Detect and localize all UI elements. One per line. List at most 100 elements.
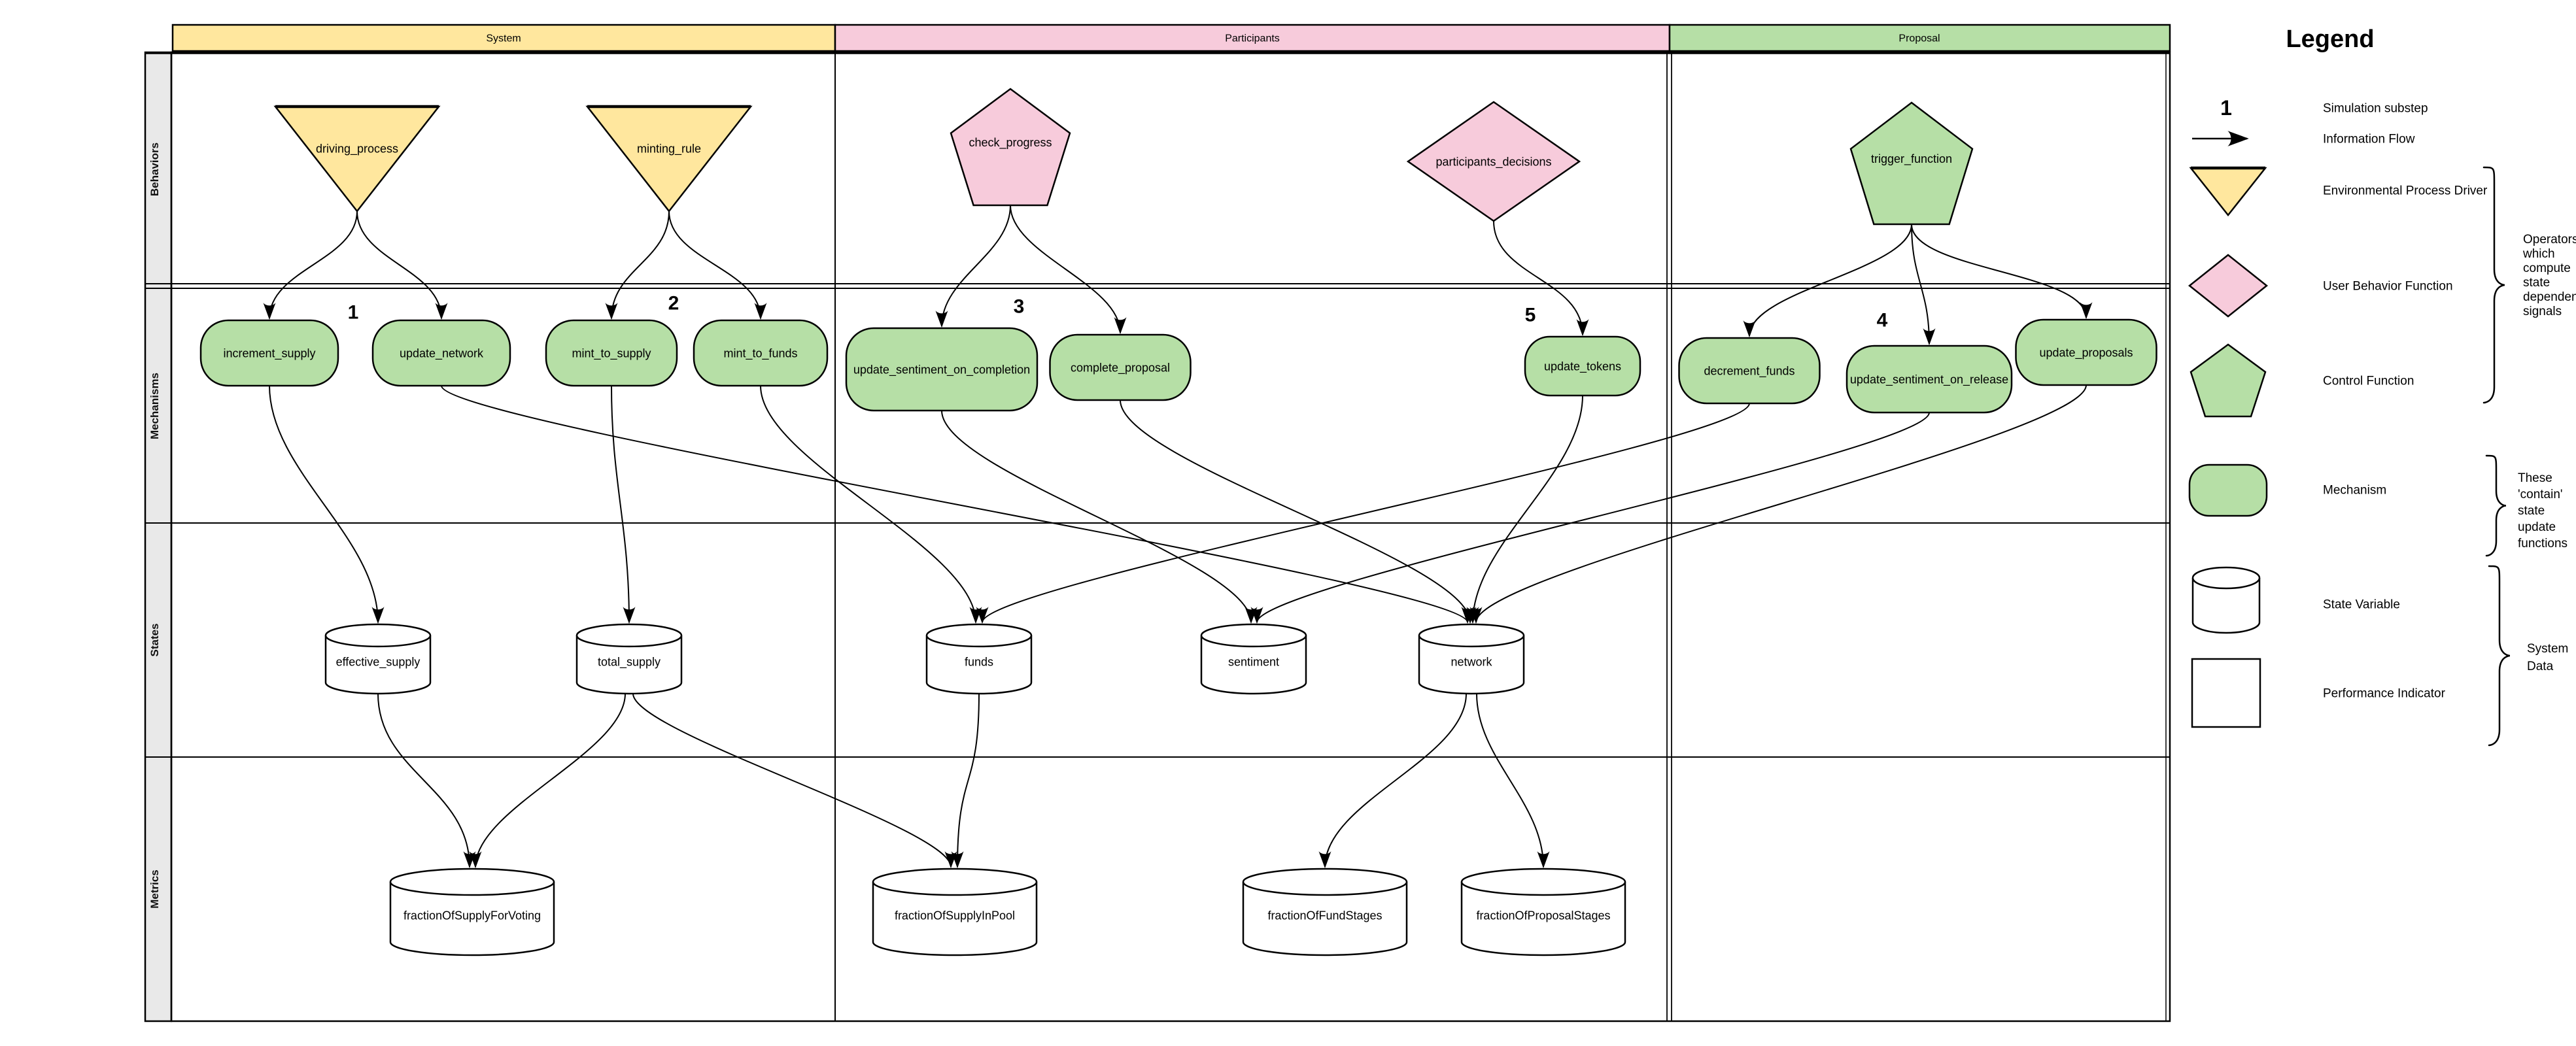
edge-path [441,385,1473,624]
note-state-update-line: These [2518,471,2552,485]
mechanism-shape [545,319,678,387]
node-fractionOfProposalStages: fractionOfProposalStages [1460,868,1626,956]
node-network: network [1418,623,1525,695]
edge-path [935,205,1011,328]
edge-path [469,693,626,869]
edge-check_progress-to-update_sentiment_on_completion [935,205,1011,328]
node-mint_to_supply: mint_to_supply [545,319,678,387]
edge-mint_to_funds-to-funds [760,385,982,624]
edge-minting_rule-to-mint_to_supply [605,211,670,320]
cylinder-body [1242,882,1408,956]
edge-path [1743,224,1912,338]
edge-decrement_funds-to-funds [976,403,1750,624]
note-operators-line: state [2523,276,2550,290]
node-label-update_tokens: update_tokens [1544,360,1621,373]
row-label-behaviors: Behaviors [148,143,161,196]
edge-update_tokens-to-network [1466,395,1583,624]
edge-total_supply-to-fractionOfSupplyForVoting [469,693,626,869]
brace-operators [2482,166,2505,404]
triangle-shape [585,105,753,213]
cylinder-top [575,623,683,648]
edge-mint_to_supply-to-total_supply [611,385,636,624]
node-check_progress: check_progress [950,88,1071,207]
environmental-process-driver-icon [2189,167,2267,217]
legend-notes: Operatorswhichcomputestatedependentsigna… [2518,233,2576,673]
column-header-proposal [1668,24,2171,52]
note-operators-line: Operators [2523,233,2576,246]
edge-effective_supply-to-fractionOfSupplyForVoting [377,693,476,869]
cylinder-body [872,882,1038,956]
edge-path [611,385,636,624]
node-complete_proposal: complete_proposal [1049,333,1192,401]
node-label-decrement_funds: decrement_funds [1704,364,1795,378]
column-header-proposal-label: Proposal [1898,33,1940,44]
node-label-network: network [1451,656,1492,669]
edge-update_sentiment_on_completion-to-sentiment [941,410,1258,624]
note-system-data-line: System [2527,642,2568,656]
row-label-states: States [148,623,161,656]
edge-complete_proposal-to-network [1120,399,1477,624]
edge-update_proposals-to-network [1469,384,2087,624]
edge-path [1493,220,1589,337]
node-participants_decisions: participants_decisions [1406,101,1581,222]
node-fractionOfSupplyInPool: fractionOfSupplyInPool [872,868,1038,956]
cylinder-top [872,868,1038,896]
mechanism-shape [1678,337,1821,405]
swimlane-grid: System Participants Proposal Behaviors M… [144,24,2171,1022]
edge-path [605,211,670,320]
cylinder-body [324,635,432,695]
node-label-fractionOfProposalStages: fractionOfProposalStages [1476,909,1610,922]
mechanism-shape [845,327,1039,412]
node-sentiment: sentiment [1200,623,1307,695]
legend: Legend 1 Simulation substep Information … [2188,25,2576,747]
node-update_tokens: update_tokens [1524,335,1641,397]
column-header-system [171,24,836,52]
note-operators-line: signals [2523,305,2562,318]
node-fractionOfFundStages: fractionOfFundStages [1242,868,1408,956]
edge-total_supply-to-fractionOfSupplyInPool [632,693,957,869]
node-label-total_supply: total_supply [598,656,661,669]
node-driving_process: driving_process [273,105,441,213]
node-label-effective_supply: effective_supply [336,656,421,669]
legend-label-performance-indicator: Performance Indicator [2323,687,2446,701]
mechanism-icon [2188,464,2268,517]
edge-path [1476,693,1550,869]
edge-path [356,211,448,320]
node-label-minting_rule: minting_rule [637,142,701,156]
pentagon-shape [1849,101,1974,226]
legend-title: Legend [2286,25,2374,53]
node-label-update_sentiment_on_completion: update_sentiment_on_completion [853,363,1030,377]
cylinder-top [1242,868,1408,896]
node-label-fractionOfSupplyInPool: fractionOfSupplyInPool [895,909,1015,922]
mechanism-shape [693,319,829,387]
substep-number-2: 2 [668,293,679,314]
node-label-funds: funds [965,656,993,669]
node-label-mint_to_supply: mint_to_supply [572,346,651,360]
edge-path [976,403,1750,624]
mechanism-shape [2015,318,2157,386]
edge-path [1469,384,2087,624]
mechanism-shape [1049,333,1192,401]
row-label-mechanisms: Mechanisms [148,373,161,439]
edge-driving_process-to-update_network [356,211,448,320]
substep-number-3: 3 [1014,296,1025,318]
row-label-strip [144,51,173,1022]
cylinder-body [1200,635,1307,695]
edge-trigger_function-to-decrement_funds [1743,224,1912,338]
pentagon-shape [950,88,1071,207]
note-state-update-line: 'contain' [2518,488,2563,501]
legend-label-control-function: Control Function [2323,375,2414,388]
edge-check_progress-to-complete_proposal [1010,205,1127,335]
node-label-complete_proposal: complete_proposal [1071,361,1170,375]
mechanism-shape [199,319,339,387]
edge-path [1250,412,1930,624]
legend-braces [2482,166,2511,747]
legend-label-user-behavior-function: User Behavior Function [2323,280,2453,294]
brace-system-data [2488,565,2511,747]
column-header-system-label: System [486,33,521,44]
cylinder-body [1418,635,1525,695]
note-state-update-line: state [2518,504,2545,518]
cylinder-top [389,868,555,896]
substep-number-5: 5 [1525,305,1536,326]
